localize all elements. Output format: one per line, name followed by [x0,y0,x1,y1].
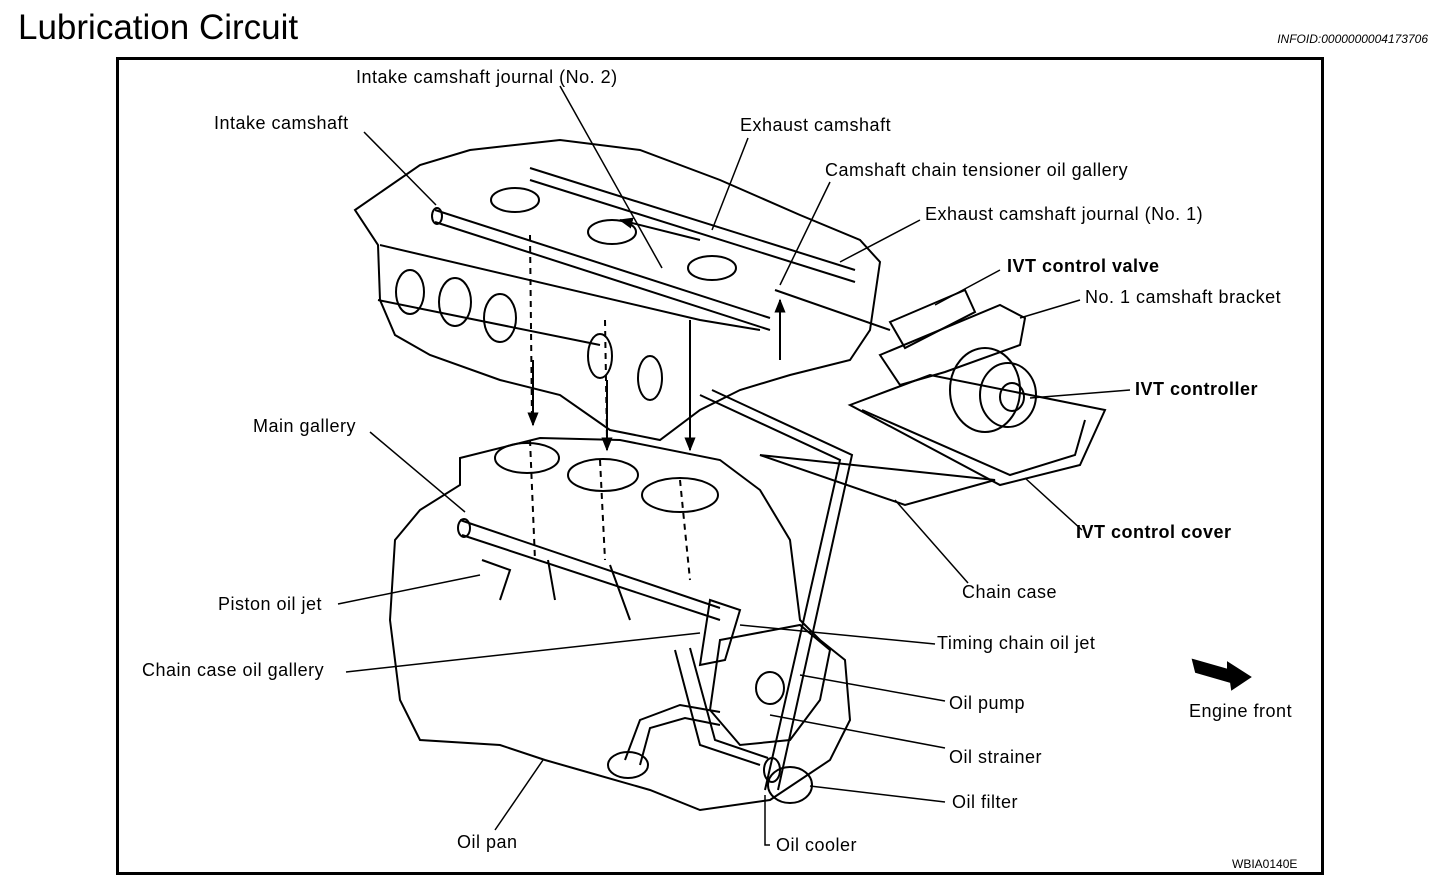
label-chain-case: Chain case [962,582,1058,602]
cylinder-head-outline [353,138,882,442]
ivt-control-valve-shape [888,288,977,350]
page-title: Lubrication Circuit [18,8,299,47]
label-exhaust-camshaft: Exhaust camshaft [740,115,892,135]
exhaust-camshaft-body [529,167,856,271]
figure-id: WBIA0140E [1232,857,1298,871]
label-intake-camshaft-journal-no2: Intake camshaft journal (No. 2) [356,67,618,87]
label-piston-oil-jet: Piston oil jet [218,594,323,614]
label-chain-case-oil-gallery: Chain case oil gallery [142,660,325,680]
main-gallery-pipe [459,519,721,609]
label-exhaust-camshaft-journal-no1: Exhaust camshaft journal (No. 1) [925,204,1204,224]
label-ivt-control-valve: IVT control valve [1007,256,1160,276]
ivt-controller-wheel [949,347,1021,433]
diagram-frame [116,57,1324,875]
intake-camshaft-body [434,209,771,319]
label-oil-filter: Oil filter [952,792,1019,812]
label-no1-camshaft-bracket: No. 1 camshaft bracket [1085,287,1282,307]
label-engine-front: Engine front [1189,701,1293,721]
label-ivt-control-cover: IVT control cover [1076,522,1232,542]
cylinder-block-outline [388,436,852,812]
label-ivt-controller: IVT controller [1135,379,1259,399]
label-oil-pan: Oil pan [457,832,518,852]
label-timing-chain-oil-jet: Timing chain oil jet [937,633,1096,653]
label-oil-strainer: Oil strainer [949,747,1043,767]
label-camshaft-chain-tensioner-oil-gallery: Camshaft chain tensioner oil gallery [825,160,1129,180]
info-id: INFOID:0000000004173706 [1277,32,1428,46]
oil-strainer-cap [607,751,649,779]
oil-filter-canister [767,766,813,804]
label-intake-camshaft: Intake camshaft [214,113,349,133]
label-oil-pump: Oil pump [949,693,1026,713]
label-main-gallery: Main gallery [253,416,357,436]
label-oil-cooler: Oil cooler [776,835,858,855]
oil-pump-body [708,623,832,747]
engine-front-arrow [1191,658,1252,691]
chain-case-oil-gallery-pipe [699,394,842,791]
